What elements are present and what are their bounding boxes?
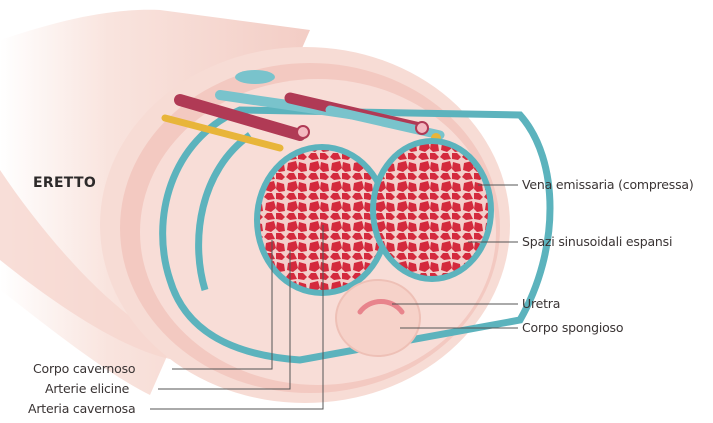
corpus-spongiosum <box>336 280 420 356</box>
label-corpo-spongioso: Corpo spongioso <box>522 320 623 335</box>
label-corpo-cavernoso: Corpo cavernoso <box>33 361 135 376</box>
label-spazi-sinusoidali: Spazi sinusoidali espansi <box>522 234 672 249</box>
label-vena-emissaria: Vena emissaria (compressa) <box>522 177 694 192</box>
label-uretra: Uretra <box>522 296 560 311</box>
label-arteria-cavernosa: Arteria cavernosa <box>28 401 135 416</box>
diagram-title: ERETTO <box>33 175 96 191</box>
label-arterie-elicine: Arterie elicine <box>45 381 129 396</box>
